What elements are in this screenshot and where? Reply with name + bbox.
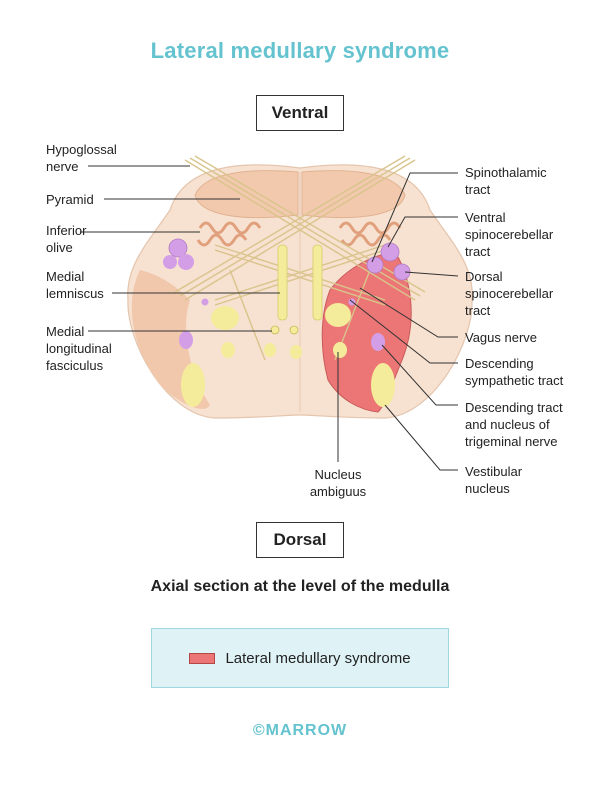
left-dorsal-spinocerebellar bbox=[178, 254, 194, 270]
label-ambiguus-line2: ambiguus bbox=[309, 484, 367, 499]
label-nucleus-ambiguus: Nucleus ambiguus bbox=[305, 466, 371, 500]
label-medial-lemniscus-line1: Medial bbox=[46, 269, 85, 284]
ventral-label-box: Ventral bbox=[256, 95, 344, 131]
label-inferior-olive: Inferior olive bbox=[46, 222, 86, 256]
label-spinothalamic-line1: Spinothalamic bbox=[465, 165, 547, 180]
label-hypoglossal-nerve: Hypoglossal nerve bbox=[46, 141, 117, 175]
dorsal-label-box: Dorsal bbox=[256, 522, 344, 558]
label-vagus-line1: Vagus nerve bbox=[465, 330, 538, 345]
label-mlf-line1: Medial bbox=[46, 324, 85, 339]
dorsal-label: Dorsal bbox=[273, 530, 327, 549]
label-mlf: Medial longitudinal fasciculus bbox=[46, 323, 112, 374]
label-dsc-line2: spinocerebellar bbox=[465, 286, 554, 301]
page-title: Lateral medullary syndrome bbox=[150, 38, 450, 63]
label-dorsal-spinocerebellar: Dorsal spinocerebellar tract bbox=[465, 268, 553, 319]
label-inferior-olive-line2: olive bbox=[46, 240, 73, 255]
right-desc-trigeminal-tract bbox=[371, 333, 385, 351]
legend-box: Lateral medullary syndrome bbox=[151, 628, 449, 688]
legend-swatch bbox=[189, 652, 216, 664]
label-vestibular-line2: nucleus bbox=[465, 481, 510, 496]
left-medial-lemniscus bbox=[277, 244, 288, 321]
left-ventral-spinocerebellar bbox=[163, 255, 177, 269]
left-vestibular-nucleus bbox=[181, 363, 205, 407]
label-dsc-line3: tract bbox=[465, 303, 491, 318]
left-sympathetic bbox=[201, 298, 209, 306]
label-trigeminal: Descending tract and nucleus of trigemin… bbox=[465, 399, 563, 450]
label-vestibular-line1: Vestibular bbox=[465, 464, 523, 479]
left-desc-trigeminal-tract bbox=[179, 331, 193, 349]
right-inferior-olive bbox=[338, 221, 402, 247]
diagram-caption: Axial section at the level of the medull… bbox=[150, 578, 450, 595]
label-pyramid: Pyramid bbox=[46, 191, 94, 208]
label-pyramid-line1: Pyramid bbox=[46, 192, 94, 207]
label-medial-lemniscus: Medial lemniscus bbox=[46, 268, 104, 302]
left-mlf bbox=[270, 325, 280, 335]
left-spinothalamic bbox=[168, 238, 188, 258]
hypoglossal-nucleus-left bbox=[264, 343, 276, 357]
hypoglossal-nucleus-right bbox=[290, 345, 302, 359]
right-spinothalamic bbox=[366, 256, 384, 274]
brand-logo: ©MARROW bbox=[252, 722, 348, 739]
legend-label: Lateral medullary syndrome bbox=[225, 649, 411, 667]
label-vsc-line3: tract bbox=[465, 244, 491, 259]
left-inferior-olive bbox=[196, 221, 262, 247]
label-spinothalamic-line2: tract bbox=[465, 182, 491, 197]
leader-lines bbox=[80, 165, 459, 471]
label-mlf-line3: fasciculus bbox=[46, 358, 104, 373]
label-vagus-nerve: Vagus nerve bbox=[465, 329, 537, 346]
label-medial-lemniscus-line2: lemniscus bbox=[46, 286, 104, 301]
label-vsc-line2: spinocerebellar bbox=[465, 227, 554, 242]
right-vestibular-nucleus bbox=[371, 363, 395, 407]
label-descending-sympathetic: Descending sympathetic tract bbox=[465, 355, 563, 389]
label-vestibular-nucleus: Vestibular nucleus bbox=[465, 463, 522, 497]
label-ambiguus-line1: Nucleus bbox=[314, 467, 362, 482]
label-mlf-line2: longitudinal bbox=[46, 341, 112, 356]
right-medial-lemniscus bbox=[312, 244, 323, 321]
crossing-fibers bbox=[174, 155, 426, 361]
right-mlf bbox=[289, 325, 299, 335]
right-nucleus-ambiguus bbox=[333, 342, 347, 358]
label-vsc-line1: Ventral bbox=[465, 210, 506, 225]
label-sympathetic-line2: sympathetic tract bbox=[465, 373, 564, 388]
label-trigeminal-line3: trigeminal nerve bbox=[465, 434, 558, 449]
label-trigeminal-line1: Descending tract bbox=[465, 400, 563, 415]
right-spinal-trigeminal bbox=[325, 303, 351, 327]
ventral-label: Ventral bbox=[271, 103, 329, 122]
label-inferior-olive-line1: Inferior bbox=[46, 223, 87, 238]
label-trigeminal-line2: and nucleus of bbox=[465, 417, 550, 432]
label-ventral-spinocerebellar: Ventral spinocerebellar tract bbox=[465, 209, 553, 260]
right-ventral-spinocerebellar bbox=[380, 242, 400, 262]
label-hypoglossal-line1: Hypoglossal bbox=[46, 142, 117, 157]
label-sympathetic-line1: Descending bbox=[465, 356, 534, 371]
label-hypoglossal-line2: nerve bbox=[46, 159, 79, 174]
label-spinothalamic: Spinothalamic tract bbox=[465, 164, 547, 198]
label-dsc-line1: Dorsal bbox=[465, 269, 503, 284]
left-spinal-trigeminal bbox=[211, 306, 239, 330]
left-nucleus-ambiguus bbox=[221, 342, 235, 358]
